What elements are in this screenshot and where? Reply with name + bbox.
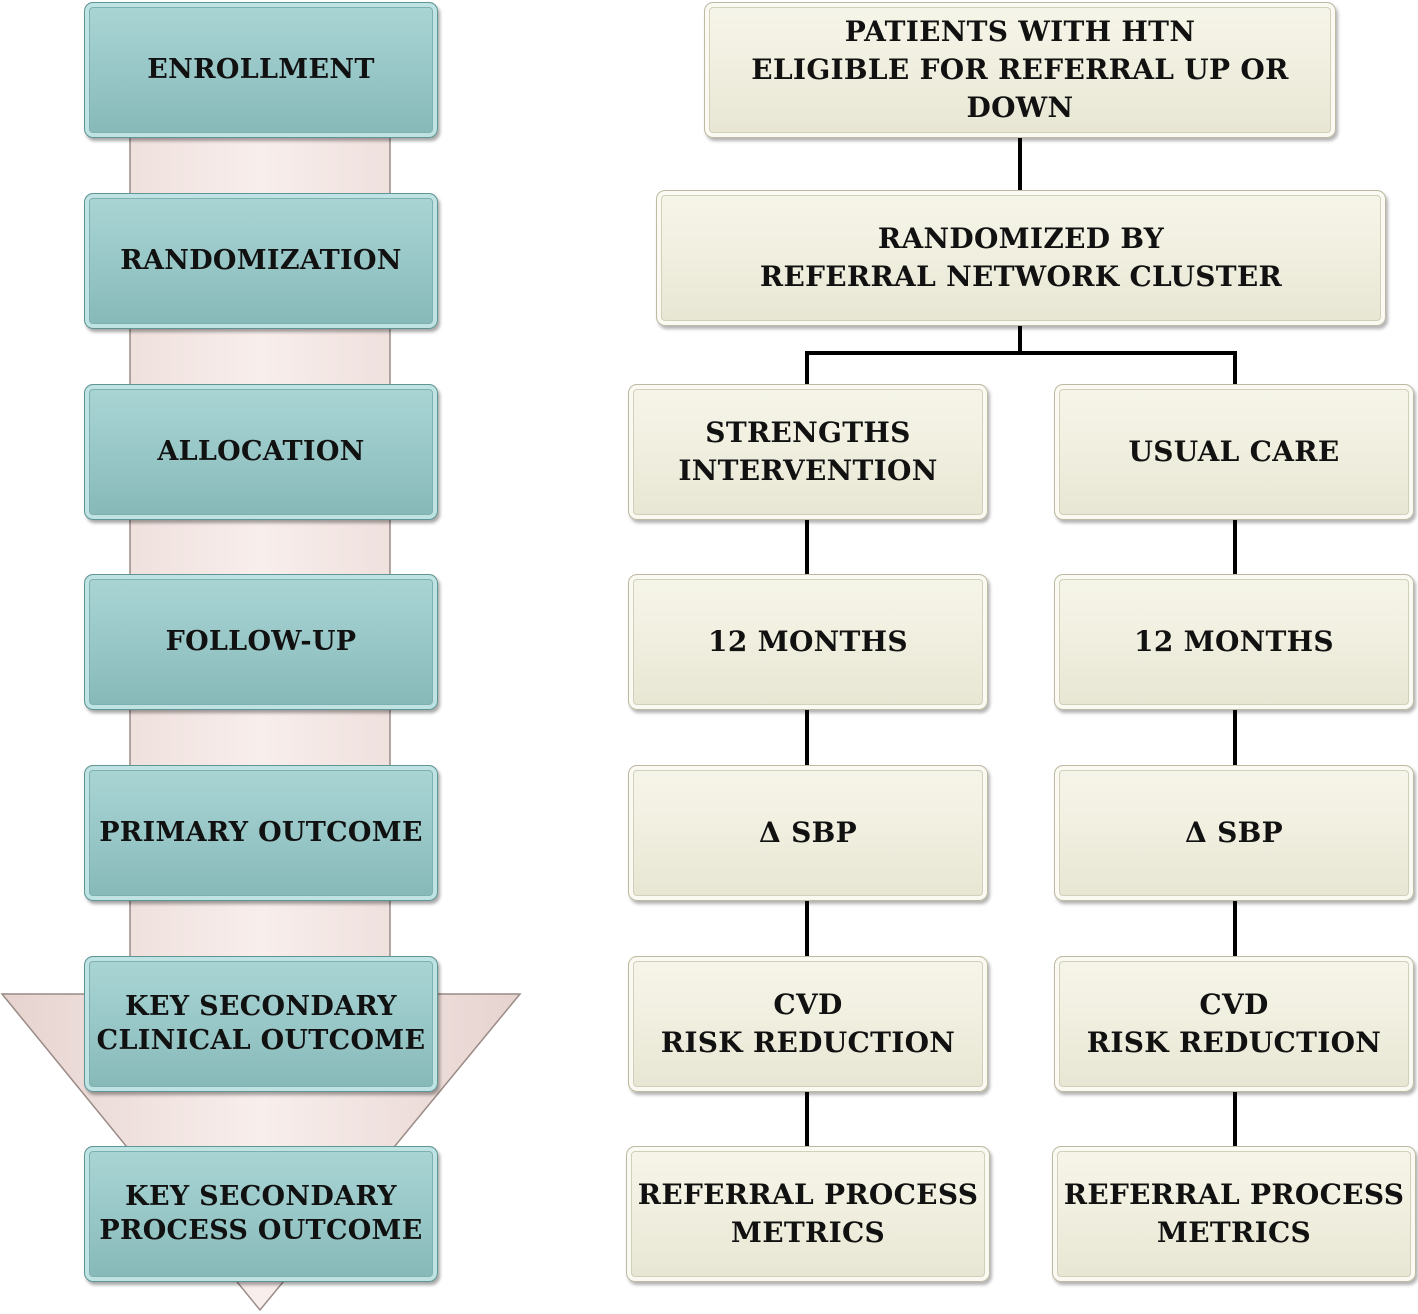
phase-key-secondary-clinical: KEY SECONDARY CLINICAL OUTCOME xyxy=(84,956,438,1092)
node-usual-care-clinical-line2: RISK REDUCTION xyxy=(1086,1026,1382,1059)
node-intervention-process-line2: METRICS xyxy=(730,1216,886,1249)
node-strengths-intervention-line2: INTERVENTION xyxy=(678,454,938,487)
node-usual-care-follow-up-label: 12 MONTHS xyxy=(1134,625,1334,658)
node-randomized-line1: RANDOMIZED BY xyxy=(877,222,1165,255)
phase-key-secondary-clinical-line2: CLINICAL OUTCOME xyxy=(96,1025,426,1056)
connector-randomized-split xyxy=(1018,324,1022,354)
phase-follow-up: FOLLOW-UP xyxy=(84,574,438,710)
connector-patients-randomized xyxy=(1018,137,1022,190)
node-patients-eligible: PATIENTS WITH HTN ELIGIBLE FOR REFERRAL … xyxy=(704,2,1336,138)
phase-key-secondary-clinical-line1: KEY SECONDARY xyxy=(125,991,397,1022)
node-intervention-clinical-line2: RISK REDUCTION xyxy=(660,1026,956,1059)
phase-key-secondary-process-line1: KEY SECONDARY xyxy=(125,1181,397,1212)
phase-enrollment: ENROLLMENT xyxy=(84,2,438,138)
node-intervention-follow-up-label: 12 MONTHS xyxy=(708,625,908,658)
connector-right-2 xyxy=(1233,708,1237,767)
node-usual-care-label: USUAL CARE xyxy=(1128,435,1340,468)
connector-left-3 xyxy=(805,899,809,958)
node-randomized: RANDOMIZED BY REFERRAL NETWORK CLUSTER xyxy=(656,190,1386,326)
node-usual-care-clinical-line1: CVD xyxy=(1199,988,1269,1021)
node-usual-care-process-line2: METRICS xyxy=(1156,1216,1312,1249)
phase-key-secondary-process: KEY SECONDARY PROCESS OUTCOME xyxy=(84,1146,438,1282)
connector-right-4 xyxy=(1233,1090,1237,1148)
node-intervention-follow-up: 12 MONTHS xyxy=(628,574,988,710)
node-intervention-primary: Δ SBP xyxy=(628,765,988,901)
phase-enrollment-label: ENROLLMENT xyxy=(147,54,375,85)
node-strengths-intervention-line1: STRENGTHS xyxy=(705,416,911,449)
node-usual-care-primary: Δ SBP xyxy=(1054,765,1414,901)
phase-randomization: RANDOMIZATION xyxy=(84,193,438,329)
node-usual-care-process: REFERRAL PROCESS METRICS xyxy=(1052,1146,1416,1282)
node-randomized-line2: REFERRAL NETWORK CLUSTER xyxy=(759,260,1283,293)
node-usual-care-clinical: CVD RISK REDUCTION xyxy=(1054,956,1414,1092)
connector-split-horizontal xyxy=(805,351,1237,355)
connector-split-right xyxy=(1233,351,1237,385)
node-usual-care-primary-label: Δ SBP xyxy=(1185,816,1283,849)
node-intervention-clinical-line1: CVD xyxy=(773,988,843,1021)
node-intervention-primary-label: Δ SBP xyxy=(759,816,857,849)
node-intervention-process-line1: REFERRAL PROCESS xyxy=(637,1178,979,1211)
node-patients-eligible-line1: PATIENTS WITH HTN xyxy=(844,15,1196,48)
phase-primary-outcome-label: PRIMARY OUTCOME xyxy=(99,817,423,848)
connector-right-3 xyxy=(1233,899,1237,958)
phase-randomization-label: RANDOMIZATION xyxy=(120,245,402,276)
connector-left-4 xyxy=(805,1090,809,1148)
node-strengths-intervention: STRENGTHS INTERVENTION xyxy=(628,384,988,520)
node-intervention-process: REFERRAL PROCESS METRICS xyxy=(626,1146,990,1282)
node-patients-eligible-line2: ELIGIBLE FOR REFERRAL UP OR DOWN xyxy=(751,53,1289,124)
phase-key-secondary-process-line2: PROCESS OUTCOME xyxy=(99,1215,423,1246)
phase-primary-outcome: PRIMARY OUTCOME xyxy=(84,765,438,901)
phase-allocation: ALLOCATION xyxy=(84,384,438,520)
node-usual-care-process-line1: REFERRAL PROCESS xyxy=(1063,1178,1405,1211)
connector-left-2 xyxy=(805,708,809,767)
node-intervention-clinical: CVD RISK REDUCTION xyxy=(628,956,988,1092)
phase-allocation-label: ALLOCATION xyxy=(157,436,365,467)
phase-follow-up-label: FOLLOW-UP xyxy=(165,626,357,657)
connector-left-1 xyxy=(805,518,809,576)
node-usual-care-follow-up: 12 MONTHS xyxy=(1054,574,1414,710)
connector-split-left xyxy=(805,351,809,385)
node-usual-care: USUAL CARE xyxy=(1054,384,1414,520)
connector-right-1 xyxy=(1233,518,1237,576)
